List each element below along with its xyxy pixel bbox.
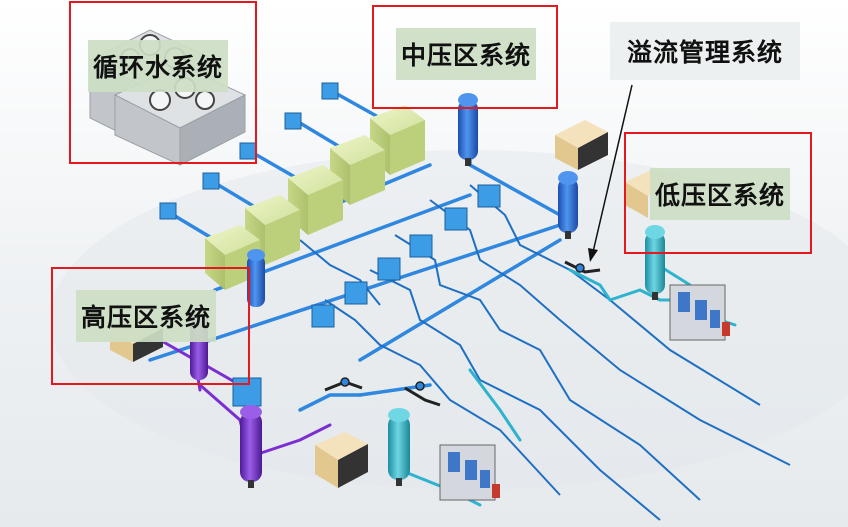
medium-pressure-highlight bbox=[372, 5, 558, 109]
high-pressure-highlight bbox=[51, 267, 250, 385]
low-pressure-highlight bbox=[624, 132, 812, 254]
dryer-unit bbox=[555, 120, 608, 170]
high-pressure-label: 高压区系统 bbox=[76, 290, 216, 342]
filter-units bbox=[159, 82, 501, 407]
compressor-skid bbox=[439, 444, 500, 501]
medium-pressure-label: 中压区系统 bbox=[396, 28, 536, 80]
overflow-pointer-arrow bbox=[588, 84, 633, 262]
air-tank-low bbox=[388, 408, 410, 486]
medium-pressure-text: 中压区系统 bbox=[400, 41, 531, 70]
air-tank-medium bbox=[247, 249, 265, 307]
high-pressure-text: 高压区系统 bbox=[80, 303, 211, 332]
overflow-pipe-label: 溢流管理系统 bbox=[610, 22, 800, 80]
circulating-water-text: 循环水系统 bbox=[92, 53, 223, 82]
air-tank-medium bbox=[458, 93, 478, 166]
compressor-skids bbox=[439, 284, 730, 501]
air-compressor bbox=[288, 165, 343, 235]
compressor-skid bbox=[669, 284, 730, 341]
air-compressor bbox=[245, 195, 300, 265]
circulating-water-highlight bbox=[69, 1, 257, 164]
air-tank-low bbox=[645, 225, 665, 300]
overflow-valves bbox=[324, 260, 601, 407]
dryer-unit bbox=[315, 432, 368, 488]
low-pressure-text: 低压区系统 bbox=[654, 181, 785, 210]
overflow-pipe-text: 溢流管理系统 bbox=[626, 38, 783, 67]
circulating-water-label: 循环水系统 bbox=[88, 40, 228, 92]
air-tank-high bbox=[240, 405, 262, 488]
air-tank-medium bbox=[558, 171, 578, 239]
air-compressors bbox=[205, 105, 425, 290]
low-pressure-label: 低压区系统 bbox=[650, 168, 790, 220]
air-compressor bbox=[330, 135, 385, 205]
